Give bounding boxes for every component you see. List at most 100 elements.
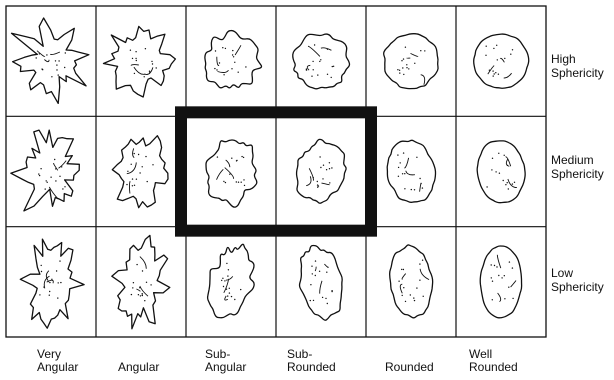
grain-stipple [234, 62, 235, 63]
grain-stipple [322, 178, 323, 179]
grain-outline [477, 141, 525, 203]
grain-stipple [512, 298, 513, 299]
grain-stipple [411, 189, 412, 190]
grain-detail-line [225, 168, 234, 179]
grain-detail-line [508, 179, 517, 188]
grain-stipple [231, 158, 232, 159]
grain-stipple [398, 281, 399, 282]
grain-stipple [423, 296, 424, 297]
row-label-high-sphericity: High Sphericity [551, 52, 604, 80]
grain-stipple [214, 68, 215, 69]
grain-detail-line [140, 257, 146, 269]
grain-detail-line [406, 171, 415, 175]
grain-stipple [310, 284, 311, 285]
grain-stipple [319, 156, 320, 157]
grain-stipple [222, 47, 223, 48]
grain-stipple [225, 48, 226, 49]
grain-stipple [327, 303, 328, 304]
grain-stipple [333, 66, 334, 67]
row-label-medium-sphericity: Medium Sphericity [551, 153, 604, 181]
grain-stipple [509, 261, 510, 262]
grain-stipple [491, 277, 492, 278]
grain-drawing [474, 34, 529, 88]
grain-stipple [313, 300, 314, 301]
grain-detail-line [134, 67, 144, 74]
grain-detail-line [136, 289, 140, 291]
grain-stipple [228, 269, 229, 270]
grain-drawing [104, 26, 176, 97]
grain-detail-line [421, 75, 425, 85]
grain-detail-line [226, 276, 233, 280]
grain-stipple [134, 185, 135, 186]
grain-drawing [480, 246, 521, 318]
grain-stipple [325, 298, 326, 299]
grain-detail-line [402, 274, 406, 280]
grain-stipple [420, 50, 421, 51]
grain-stipple [55, 60, 56, 61]
grain-stipple [135, 51, 136, 52]
grain-detail-line [320, 281, 322, 294]
grain-stipple [223, 74, 224, 75]
grain-stipple [508, 287, 509, 288]
grain-stipple [131, 164, 132, 165]
grain-drawing [112, 235, 170, 328]
grain-outline [297, 139, 347, 203]
grain-stipple [152, 164, 153, 165]
grain-stipple [139, 172, 140, 173]
grain-stipple [422, 187, 423, 188]
grain-drawings [11, 18, 529, 329]
grain-stipple [402, 173, 403, 174]
grain-stipple [146, 282, 147, 283]
grain-stipple [406, 67, 407, 68]
grain-detail-line [511, 281, 516, 288]
grain-drawing [206, 140, 257, 207]
grain-stipple [138, 294, 139, 295]
grain-stipple [142, 293, 143, 294]
grain-stipple [401, 269, 402, 270]
column-label-sub-rounded: Sub- Rounded [287, 348, 336, 374]
grain-drawing [477, 141, 525, 203]
grain-stipple [403, 58, 404, 59]
grain-stipple [314, 44, 315, 45]
grain-detail-line [140, 286, 148, 296]
grain-stipple [315, 260, 316, 261]
grain-stipple [238, 182, 239, 183]
grain-stipple [241, 182, 242, 183]
grain-stipple [331, 167, 332, 168]
grain-stipple [486, 46, 487, 47]
grain-stipple [243, 157, 244, 158]
grain-stipple [144, 300, 145, 301]
grain-stipple [223, 286, 224, 287]
grain-detail-line [324, 264, 328, 267]
grain-stipple [217, 156, 218, 157]
grain-detail-line [500, 58, 504, 62]
grain-stipple [405, 47, 406, 48]
grain-stipple [36, 57, 37, 58]
grain-detail-line [37, 51, 45, 57]
grain-detail-line [420, 269, 429, 280]
grain-drawing [112, 136, 168, 208]
grain-stipple [62, 188, 63, 189]
grain-stipple [58, 74, 59, 75]
grain-stipple [504, 298, 505, 299]
grain-stipple [56, 69, 57, 70]
grain-drawing [390, 245, 433, 318]
grain-stipple [405, 301, 406, 302]
grain-stipple [132, 178, 133, 179]
grain-detail-line [131, 65, 139, 66]
grain-stipple [38, 173, 39, 174]
grain-detail-line [226, 160, 230, 167]
grain-stipple [410, 294, 411, 295]
grain-stipple [215, 50, 216, 51]
grain-stipple [132, 185, 133, 186]
grain-stipple [49, 291, 50, 292]
grain-stipple [492, 158, 493, 159]
grain-stipple [126, 184, 127, 185]
grain-stipple [227, 275, 228, 276]
grain-stipple [127, 171, 128, 172]
grain-stipple [243, 179, 244, 180]
grain-stipple [222, 278, 223, 279]
grain-stipple [493, 48, 494, 49]
grain-stipple [312, 61, 313, 62]
grain-stipple [489, 70, 490, 71]
